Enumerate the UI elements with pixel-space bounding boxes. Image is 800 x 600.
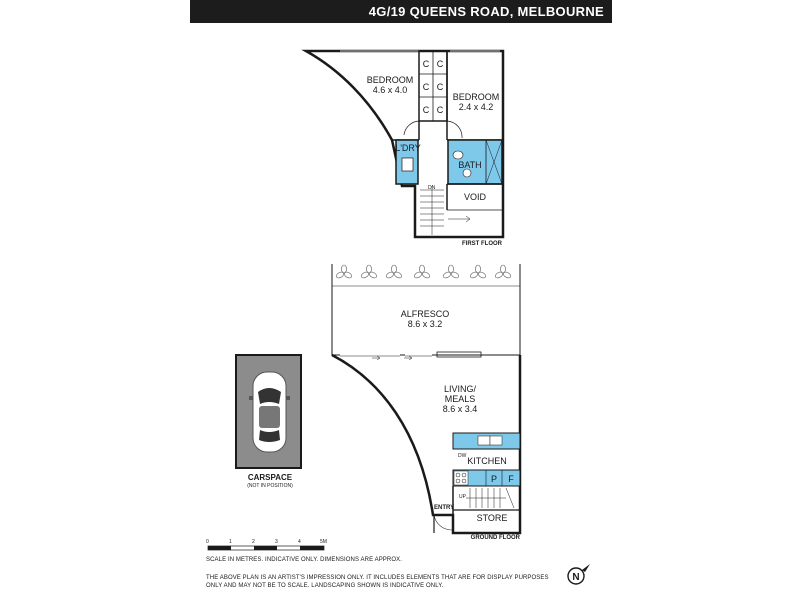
cupboard-label: C <box>437 82 444 92</box>
scale-tick: 2 <box>252 539 255 545</box>
disclaimer-line2: ONLY AND MAY NOT BE TO SCALE. LANDSCAPIN… <box>206 583 444 589</box>
address-banner: 4G/19 QUEENS ROAD, MELBOURNE <box>190 0 612 23</box>
fridge-label: F <box>508 474 514 484</box>
first-floor-plan <box>301 49 505 239</box>
scale-tick: 3 <box>275 539 278 545</box>
stair-up-label: UP <box>459 494 467 500</box>
cupboard-label: C <box>423 59 430 69</box>
cupboard-label: C <box>437 59 444 69</box>
scale-tick: 5M <box>320 539 327 545</box>
north-compass-icon <box>567 564 590 585</box>
living-label-line1: LIVING/ <box>444 384 477 394</box>
address-title: 4G/19 QUEENS ROAD, MELBOURNE <box>368 4 604 19</box>
scale-bar <box>207 545 325 551</box>
alfresco-dims: 8.6 x 3.2 <box>408 319 443 329</box>
compass-letter: N <box>572 572 579 583</box>
cupboard-label: C <box>437 105 444 115</box>
bedroom1-label: BEDROOM <box>367 75 414 85</box>
bedroom2-label: BEDROOM <box>453 92 500 102</box>
alfresco-label: ALFRESCO <box>401 309 450 319</box>
bedroom2-dims: 2.4 x 4.2 <box>459 102 494 112</box>
disclaimer-line1: THE ABOVE PLAN IS AN ARTIST'S IMPRESSION… <box>206 575 549 581</box>
living-label-line2: MEALS <box>445 394 476 404</box>
carspace <box>235 354 302 469</box>
car-icon <box>249 371 290 453</box>
living-dims: 8.6 x 3.4 <box>443 404 478 414</box>
first-floor-label: FIRST FLOOR <box>462 241 503 247</box>
store-label: STORE <box>477 513 508 523</box>
ground-floor-label: GROUND FLOOR <box>471 535 521 541</box>
pantry-label: P <box>491 474 497 484</box>
carspace-sublabel: (NOT IN POSITION) <box>247 483 293 489</box>
cupboard-label: C <box>423 82 430 92</box>
entry-label: ENTRY <box>434 505 454 511</box>
laundry-label: L'DRY <box>395 143 421 153</box>
ground-floor-plan <box>331 264 522 535</box>
void-label: VOID <box>464 192 487 202</box>
scale-note: SCALE IN METRES. INDICATIVE ONLY. DIMENS… <box>206 557 402 563</box>
bedroom1-dims: 4.6 x 4.0 <box>373 85 408 95</box>
carspace-label: CARSPACE <box>248 473 293 482</box>
kitchen-label: KITCHEN <box>467 456 507 466</box>
scale-tick: 4 <box>298 539 301 545</box>
bath-label: BATH <box>458 160 481 170</box>
dishwasher-label: DW <box>458 453 467 459</box>
stair-down-label: DN <box>428 185 436 191</box>
scale-tick: 0 <box>206 539 209 545</box>
scale-tick: 1 <box>229 539 232 545</box>
cupboard-label: C <box>423 105 430 115</box>
landscaping-trees <box>336 264 511 279</box>
